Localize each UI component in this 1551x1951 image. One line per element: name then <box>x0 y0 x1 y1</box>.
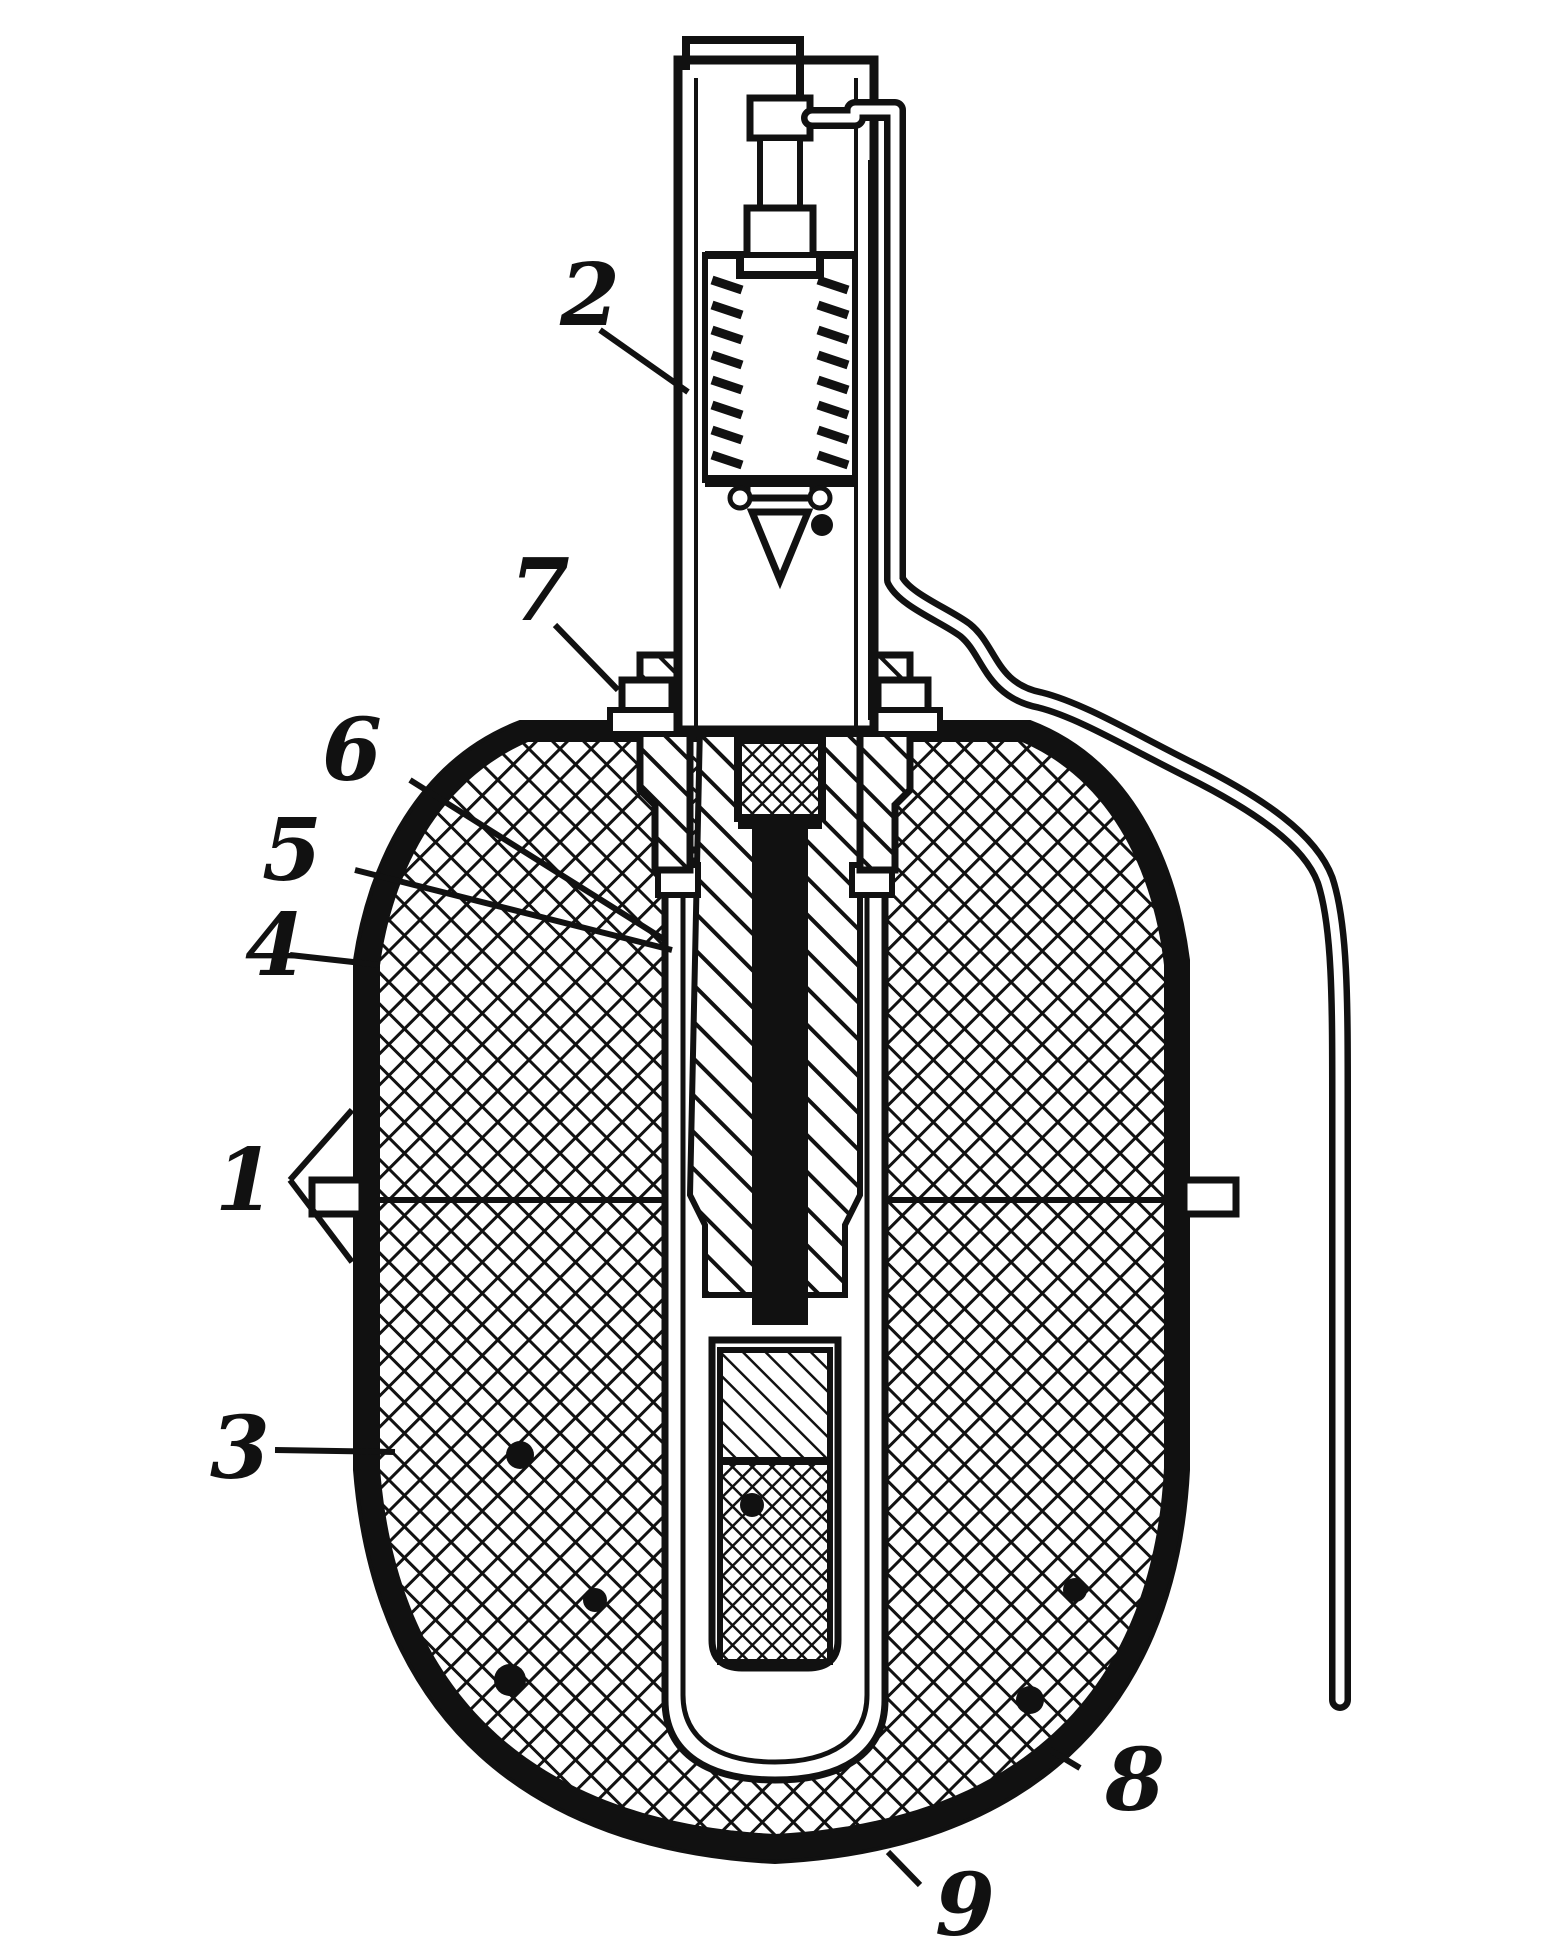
speck <box>583 1588 607 1612</box>
seam-flange-left <box>308 1176 366 1218</box>
speck <box>1016 1686 1044 1714</box>
spring-housing <box>702 252 858 483</box>
fuze-tube-assembly <box>655 722 895 1784</box>
handle-top-loop <box>682 36 804 110</box>
spring-retainer <box>705 251 855 279</box>
leader-line-7 <box>552 622 621 693</box>
fuse-cap <box>734 736 826 822</box>
leader-lines <box>274 327 1082 1888</box>
callout-1: 1 <box>215 1130 275 1231</box>
callout-4: 4 <box>245 895 305 996</box>
callout-6: 6 <box>322 700 382 801</box>
callout-3: 3 <box>210 1398 270 1499</box>
firing-pin <box>746 508 814 590</box>
safety-lever-inner <box>807 105 1345 1705</box>
speck <box>1063 1578 1087 1602</box>
safety-ball-right <box>807 485 833 511</box>
callout-2: 2 <box>559 245 620 346</box>
striker-neck <box>757 135 803 211</box>
detonator-hatched-charge <box>717 1347 833 1463</box>
detonator-primary-charge <box>717 1459 833 1665</box>
speck <box>506 1441 534 1469</box>
leader-line-8 <box>1048 1747 1082 1771</box>
leader-line-1a <box>287 1108 355 1182</box>
leader-line-3 <box>274 1447 396 1455</box>
callout-9: 9 <box>935 1855 995 1951</box>
speck <box>740 1493 764 1517</box>
callout-labels: 1 2 3 4 5 6 7 8 9 <box>210 245 1165 1951</box>
fuse-column <box>752 805 808 1325</box>
leader-line-5 <box>354 867 673 953</box>
leader-line-9 <box>885 1849 923 1888</box>
striker-spring-right <box>816 275 850 470</box>
speck <box>494 1664 526 1696</box>
fuse-cap-bar <box>738 815 822 829</box>
leader-line-4 <box>289 952 381 968</box>
leader-line-1b <box>287 1178 355 1264</box>
handle-assembly <box>673 36 1351 1711</box>
retainer-bar <box>705 475 855 487</box>
striker-spring-left <box>710 275 744 470</box>
callout-7: 7 <box>510 540 570 641</box>
seam-flange-right <box>1180 1176 1240 1218</box>
leader-line-2 <box>598 327 690 395</box>
callout-8: 8 <box>1104 1730 1165 1831</box>
callout-5: 5 <box>262 800 322 901</box>
safety-ball-left <box>727 485 753 511</box>
leader-line-6 <box>408 777 667 943</box>
safety-dot <box>811 514 833 536</box>
